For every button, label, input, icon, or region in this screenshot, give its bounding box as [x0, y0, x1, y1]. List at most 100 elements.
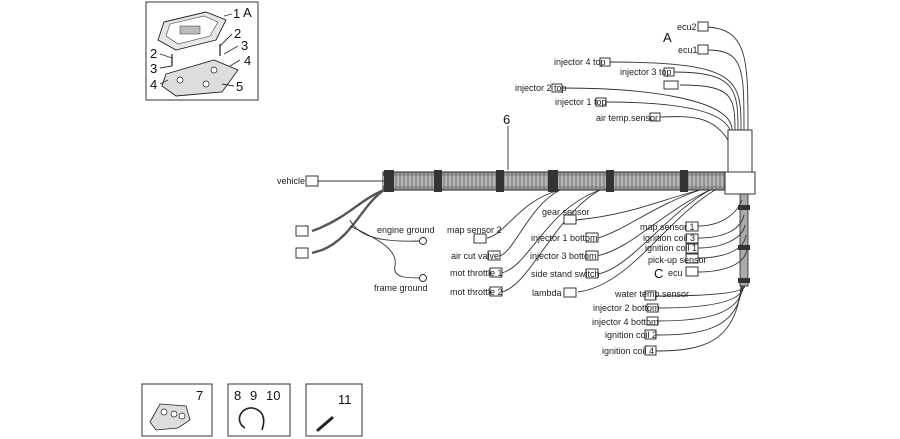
label-injector-3-bottom: injector 3 bottom: [530, 251, 597, 261]
label-lambda: lambda: [532, 288, 562, 298]
mot-throttle-1-connector: [489, 267, 503, 278]
ref-number-1: 1: [233, 6, 240, 21]
label-gear-sensor: gear sensor: [542, 207, 590, 217]
ignition-coil-1-connector: [685, 243, 699, 254]
injector-1-bottom-connector: [585, 232, 599, 243]
ignition-coil-2-connector: [644, 329, 657, 340]
harness-clip: [384, 170, 394, 192]
harness-clip: [606, 170, 614, 192]
water-temp-sensor-connector: [644, 290, 657, 301]
harness-junction-upper: [727, 129, 753, 175]
pick-up-sensor-connector: [685, 253, 699, 264]
label-mot-throttle-1: mot throttle 1: [450, 268, 503, 278]
label-injector-1-bottom: injector 1 bottom: [531, 233, 598, 243]
frame-ground-terminal: [419, 274, 427, 282]
harness-clip: [548, 170, 558, 192]
label-ecu2: ecu2: [677, 22, 697, 32]
ref-number-11: 11: [338, 392, 352, 407]
injector-4-top-connector: [599, 57, 611, 67]
label-side-stand-switch: side stand switch: [531, 269, 600, 279]
label-pick-up-sensor: pick-up sensor: [648, 255, 707, 265]
ref-number-2-left: 2: [150, 46, 157, 61]
label-ignition-coil-3: ignition coil 3: [643, 233, 695, 243]
label-injector-4-bottom: injector 4 bottom: [592, 317, 659, 327]
label-vehicle: vehicle: [277, 176, 305, 186]
part-11-frame: [305, 383, 363, 437]
label-air-temp-sensor: air temp.sensor: [596, 113, 658, 123]
ecu1-connector: [697, 44, 709, 55]
ref-number-10: 10: [266, 388, 280, 403]
parts-box-7: 7: [141, 383, 213, 437]
mot-throttle-2-connector: [489, 286, 503, 297]
ref-number-2-right: 2: [234, 26, 241, 41]
spare-connector: [663, 80, 679, 90]
ecu2-connector: [697, 21, 709, 32]
gear-sensor-connector: [563, 214, 577, 225]
engine-ground-connector: [295, 225, 309, 237]
inset-ecu-assembly: 1 A 2 3 4 2 3 4 5: [145, 1, 259, 101]
label-ignition-coil-1: ignition coil 1: [645, 243, 697, 253]
connector-labels: ecu2 ecu1 A injector 4 top injector 3 to…: [277, 22, 707, 356]
label-injector-2-top: injector 2 top: [515, 83, 567, 93]
ignition-coil-4-connector: [644, 345, 657, 356]
ignition-coil-3-connector: [685, 233, 699, 244]
lambda-connector: [563, 287, 577, 298]
label-map-sensor-1: map sensor 1: [640, 222, 695, 232]
label-ecu: ecu: [668, 268, 683, 278]
ref-number-4-left: 4: [150, 77, 157, 92]
label-injector-2-bottom: injector 2 bottom: [593, 303, 660, 313]
injector-3-bottom-connector: [585, 250, 599, 261]
connector-blocks: [295, 21, 709, 356]
map-sensor-1-connector: [685, 221, 699, 232]
harness-clip: [434, 170, 442, 192]
label-ignition-coil-2: ignition coil 2: [605, 330, 657, 340]
letter-a: A: [663, 30, 672, 45]
harness-junction-lower: [724, 171, 756, 195]
label-injector-3-top: injector 3 top: [620, 67, 672, 77]
upper-branch-wires: [561, 26, 749, 141]
ref-number-7: 7: [196, 388, 203, 403]
parts-box-8-10: 8 9 10: [227, 383, 291, 437]
ref-number-3-right: 3: [241, 38, 248, 53]
ref-number-4-right: 4: [244, 53, 251, 68]
vehicle-connector: [305, 175, 319, 187]
label-frame-ground: frame ground: [374, 283, 428, 293]
label-map-sensor-2: map sensor 2: [447, 225, 502, 235]
lower-left-branch-wires: [311, 180, 716, 293]
map-sensor-2-connector: [473, 233, 487, 244]
label-injector-4-top: injector 4 top: [554, 57, 606, 67]
ref-number-3-left: 3: [150, 61, 157, 76]
air-cut-valve-connector: [487, 250, 501, 261]
injector-2-bottom-connector: [646, 303, 659, 313]
label-air-cut-valve: air cut valve: [451, 251, 499, 261]
injector-3-top-connector: [663, 67, 675, 77]
label-engine-ground: engine ground: [377, 225, 435, 235]
engine-ground-terminal: [419, 237, 427, 245]
frame-ground-connector: [295, 247, 309, 259]
injector-4-bottom-connector: [646, 316, 659, 326]
ref-number-9: 9: [250, 388, 257, 403]
ref-number-8: 8: [234, 388, 241, 403]
label-water-temp-sensor: water temp.sensor: [614, 289, 689, 299]
lower-right-branch-wires: [655, 199, 748, 352]
ref-number-6: 6: [503, 112, 510, 127]
parts-box-11: 11: [305, 383, 363, 437]
ecu-bracket-drawing: [161, 59, 239, 97]
part-7-connector-drawing: [149, 403, 191, 431]
inset-letter-a: A: [243, 5, 252, 20]
ecu-c-connector: [685, 266, 699, 277]
ref-number-5: 5: [236, 79, 243, 94]
label-mot-throttle-2: mot throttle 2: [450, 287, 503, 297]
cable-tie-drawing: [238, 407, 265, 431]
side-stand-switch-connector: [585, 268, 599, 279]
part-11-fuse-drawing: [316, 416, 334, 432]
air-temp-sensor-connector: [649, 112, 661, 122]
harness-clip: [496, 170, 504, 192]
harness-clip: [680, 170, 688, 192]
label-injector-1-top: injector 1 top: [555, 97, 607, 107]
injector-1-top-connector: [595, 97, 607, 107]
label-ecu1: ecu1: [678, 45, 698, 55]
label-ignition-coil-4: ignition coil 4: [602, 346, 654, 356]
injector-2-top-connector: [551, 83, 563, 93]
